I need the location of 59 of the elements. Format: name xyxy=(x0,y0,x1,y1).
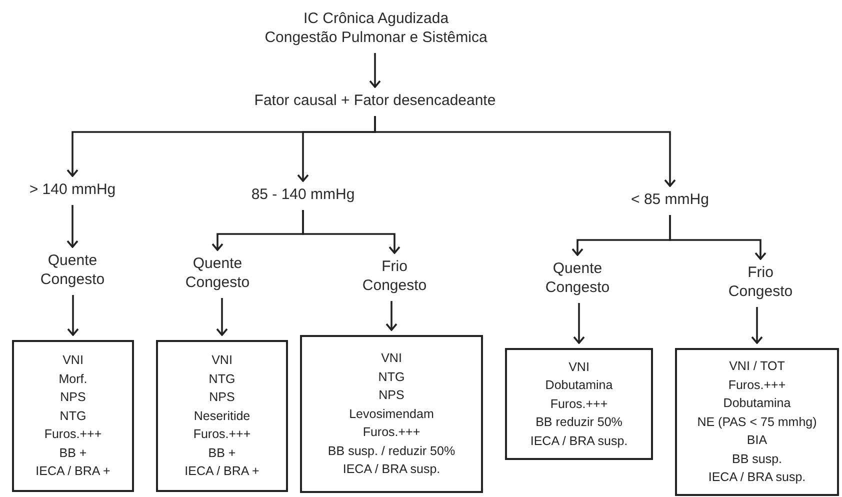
treatment-item: Furos.+++ xyxy=(550,396,608,413)
treatment-box xyxy=(12,340,134,492)
arrow xyxy=(669,215,766,260)
treatment-item: VNI / TOT xyxy=(729,358,785,376)
treatment-item: Dobutamina xyxy=(545,377,613,394)
treatment-item: NTG xyxy=(208,370,236,388)
node-text: Quente Congesto xyxy=(184,255,251,292)
treatment-box xyxy=(156,340,288,492)
treatment-item: VNI xyxy=(381,350,402,368)
arrow xyxy=(386,301,398,331)
treatment-box xyxy=(300,335,483,493)
arrow xyxy=(573,303,585,344)
treatment-item: BIA xyxy=(746,432,768,450)
treatment-item: VNI xyxy=(568,358,590,376)
arrow xyxy=(66,205,78,248)
arrow xyxy=(751,307,763,344)
node-text: Quente Congesto xyxy=(544,260,611,298)
node-text: > 140 mmHg xyxy=(29,181,116,200)
treatment-item: NTG xyxy=(60,408,86,425)
treatment-item: BB susp. / reduzir 50% xyxy=(328,442,456,460)
treatment-item: Furos.+++ xyxy=(362,424,420,442)
node-text: 85 - 140 mmHg xyxy=(251,186,355,205)
treatment-item: Morf. xyxy=(58,370,88,388)
treatment-item: IECA / BRA + xyxy=(36,463,110,480)
node-text: Congestão Pulmonar e Sistêmica xyxy=(264,28,488,48)
treatment-item: BB + xyxy=(59,444,87,462)
treatment-item: BB + xyxy=(208,444,236,462)
node-text: Frio Congesto xyxy=(361,258,428,296)
treatment-item: Levosimendam xyxy=(349,406,434,423)
treatment-item: NPS xyxy=(209,389,235,406)
treatment-item: NPS xyxy=(378,387,404,404)
node-text: IC Crônica Agudizada xyxy=(303,10,449,29)
arrow xyxy=(67,295,79,336)
treatment-item: NTG xyxy=(378,368,405,386)
arrow xyxy=(216,298,228,336)
treatment-item: IECA / BRA + xyxy=(184,463,260,480)
treatment-item: IECA / BRA susp. xyxy=(342,461,440,478)
treatment-item: BB susp. xyxy=(732,450,782,468)
treatment-item: Furos.+++ xyxy=(193,426,251,444)
treatment-item: NE (PAS < 75 mmhg) xyxy=(697,414,817,431)
treatment-item: IECA / BRA susp. xyxy=(708,469,806,486)
node-text: Quente Congesto xyxy=(39,252,106,290)
treatment-item: BB reduzir 50% xyxy=(536,414,622,432)
arrow xyxy=(374,116,676,187)
treatment-item: Neseritide xyxy=(194,408,250,425)
treatment-item: NPS xyxy=(60,389,86,406)
treatment-box xyxy=(505,348,653,460)
arrow xyxy=(302,210,400,254)
treatment-item: Furos.+++ xyxy=(44,426,102,444)
treatment-item: VNI xyxy=(62,352,84,370)
node-text: < 85 mmHg xyxy=(631,191,709,210)
node-text: Frio Congesto xyxy=(727,264,794,302)
treatment-box xyxy=(675,348,839,496)
node-text: Fator causal + Fator desencadeante xyxy=(254,92,496,111)
treatment-item: VNI xyxy=(212,352,232,370)
treatment-item: Dobutamina xyxy=(723,395,791,412)
treatment-item: IECA / BRA susp. xyxy=(530,432,628,450)
treatment-item: Furos.+++ xyxy=(728,376,786,394)
arrow xyxy=(369,53,381,88)
